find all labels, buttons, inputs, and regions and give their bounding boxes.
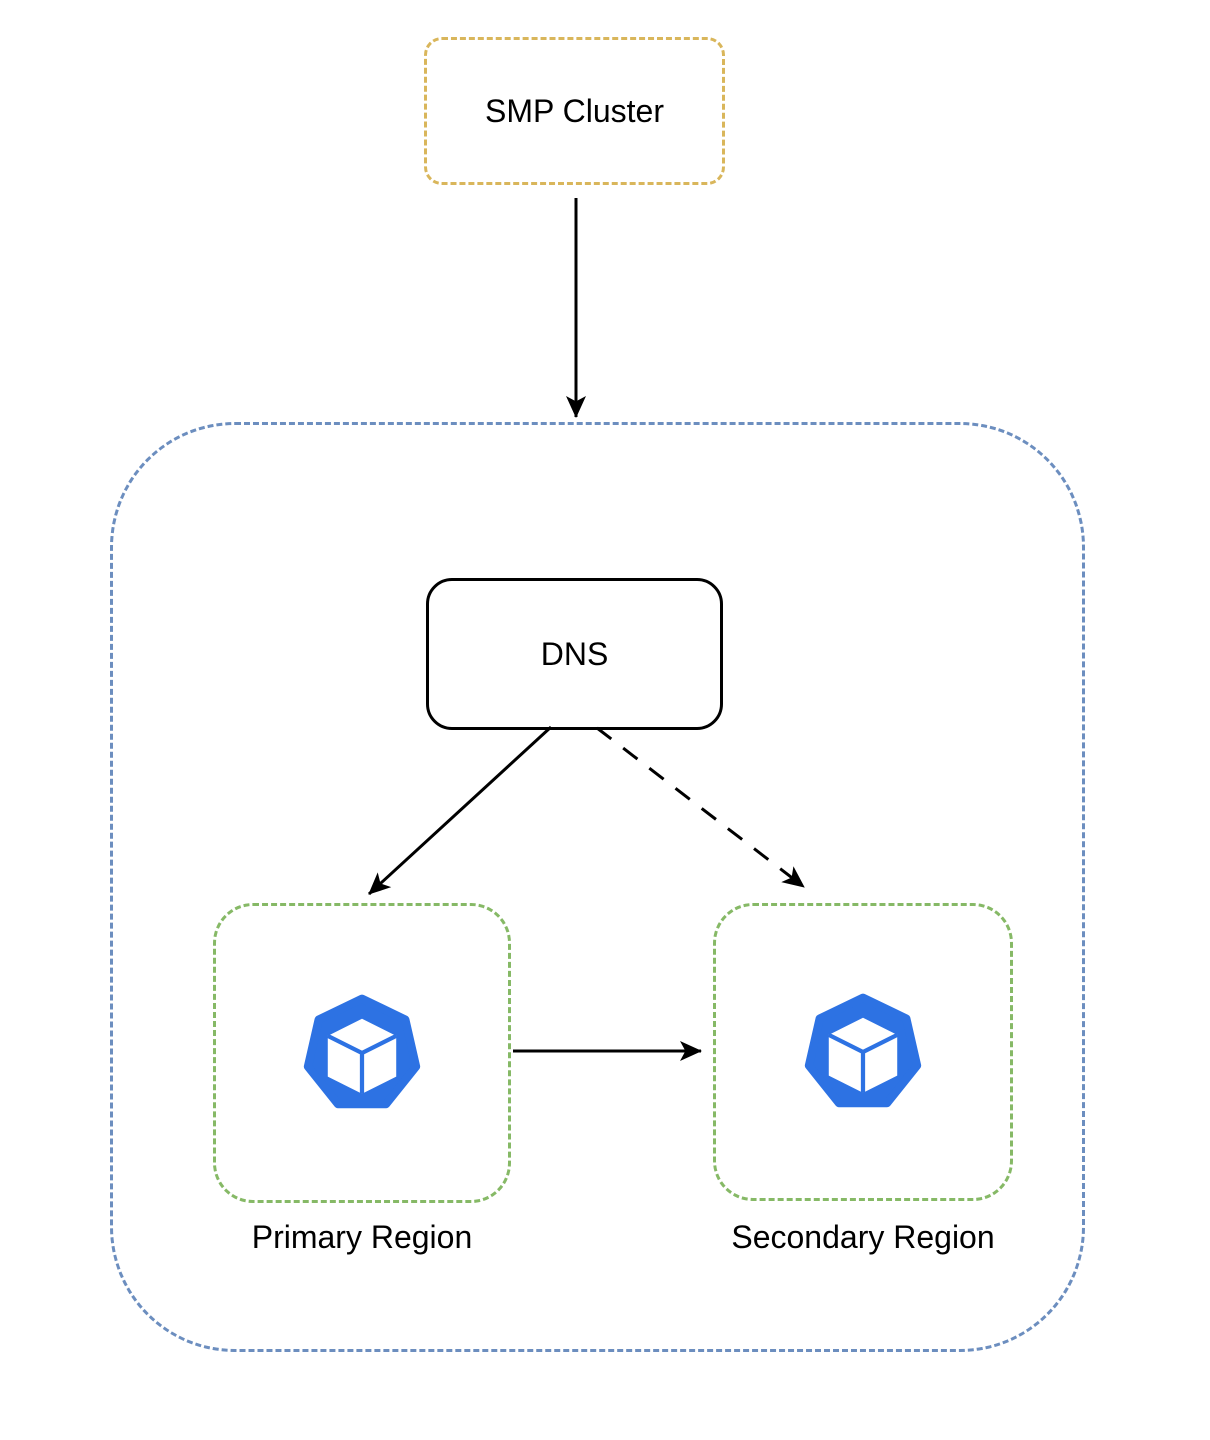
cube-heptagon-icon [303,994,421,1109]
primary-region-node[interactable] [213,903,511,1203]
dns-label: DNS [540,635,609,672]
region-group-container[interactable]: DNS Primary Region Secondary Region [110,422,1085,1352]
smp-cluster-node[interactable]: SMP Cluster [424,37,725,185]
secondary-region-node[interactable] [713,903,1013,1201]
dns-node[interactable]: DNS [426,578,723,730]
cube-heptagon-icon [804,993,922,1108]
primary-region-label: Primary Region [251,1219,473,1255]
smp-cluster-label: SMP Cluster [484,92,664,129]
secondary-region-label: Secondary Region [731,1219,995,1255]
